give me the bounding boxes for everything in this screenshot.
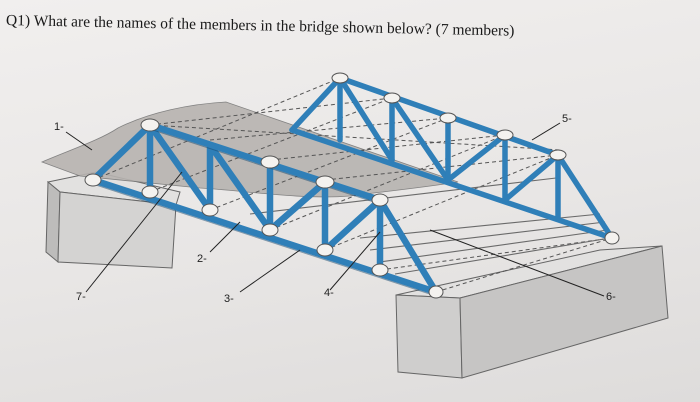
label-7: 7- [76,291,86,303]
label-3: 3- [224,293,234,305]
label-4: 4- [324,287,334,299]
floor-beams [92,77,613,293]
right-abutment [395,245,669,379]
label-2: 2- [197,253,207,265]
label-1: 1- [54,121,64,133]
gusset-plates [84,72,620,299]
label-6: 6- [606,291,616,303]
far-truss [289,75,615,241]
label-5: 5- [562,113,572,125]
leader-lines [65,122,605,297]
